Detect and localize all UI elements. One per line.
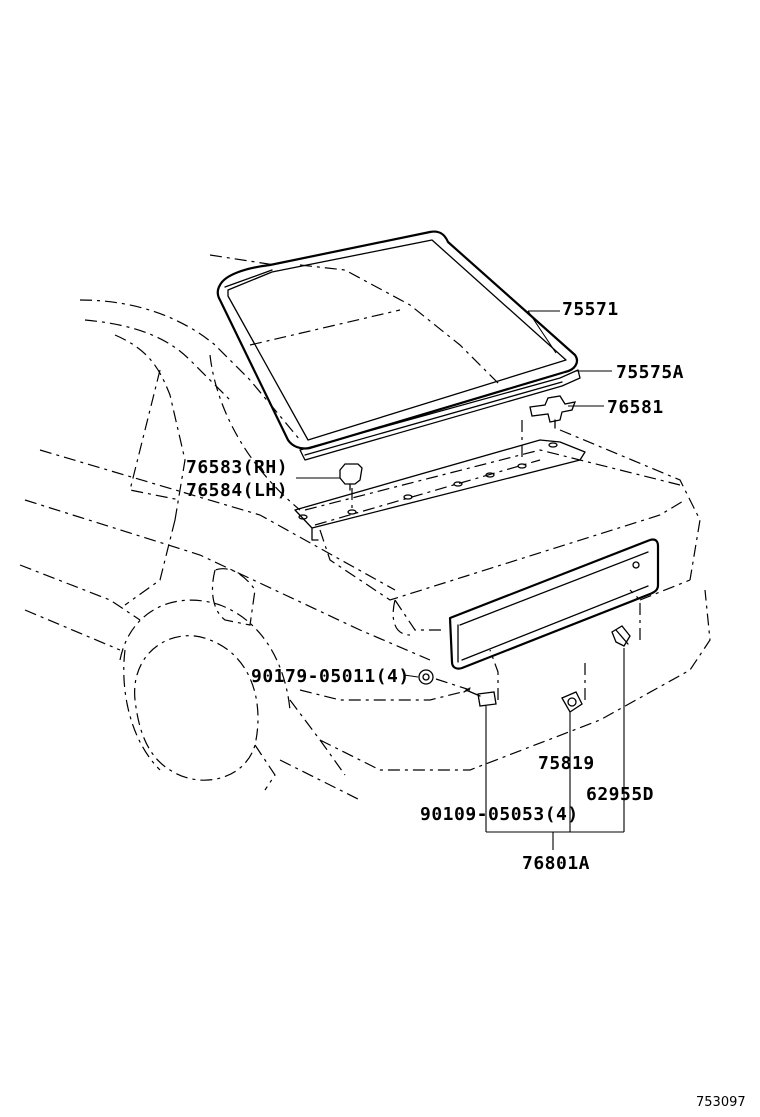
rear-window-weatherstrip — [299, 369, 581, 461]
clip-76583-76584 — [339, 463, 363, 491]
leader-lines — [296, 310, 625, 850]
label-76584-lh: 76584(LH) — [186, 480, 288, 501]
label-76801a: 76801A — [522, 853, 590, 874]
package-tray-panel — [294, 420, 586, 541]
label-90179: 90179-05011(4) — [251, 666, 410, 687]
label-90109: 90109-05053(4) — [420, 804, 579, 825]
label-76583-rh: 76583(RH) — [186, 457, 288, 478]
label-75575a: 75575A — [616, 362, 684, 383]
car-body-outline — [19, 299, 711, 801]
diagram-id: 753097 — [696, 1095, 746, 1110]
install-lines — [435, 589, 641, 700]
label-76581: 76581 — [607, 397, 664, 418]
clip-76581 — [529, 395, 577, 429]
part-labels: 75571 75575A 76581 76583(RH) 76584(LH) 9… — [186, 299, 746, 1110]
fastener-parts — [418, 625, 631, 713]
license-garnish — [448, 538, 660, 670]
rear-window-glass — [209, 230, 579, 450]
label-75819: 75819 — [538, 753, 595, 774]
label-75571: 75571 — [562, 299, 619, 320]
label-62955d: 62955D — [586, 784, 654, 805]
